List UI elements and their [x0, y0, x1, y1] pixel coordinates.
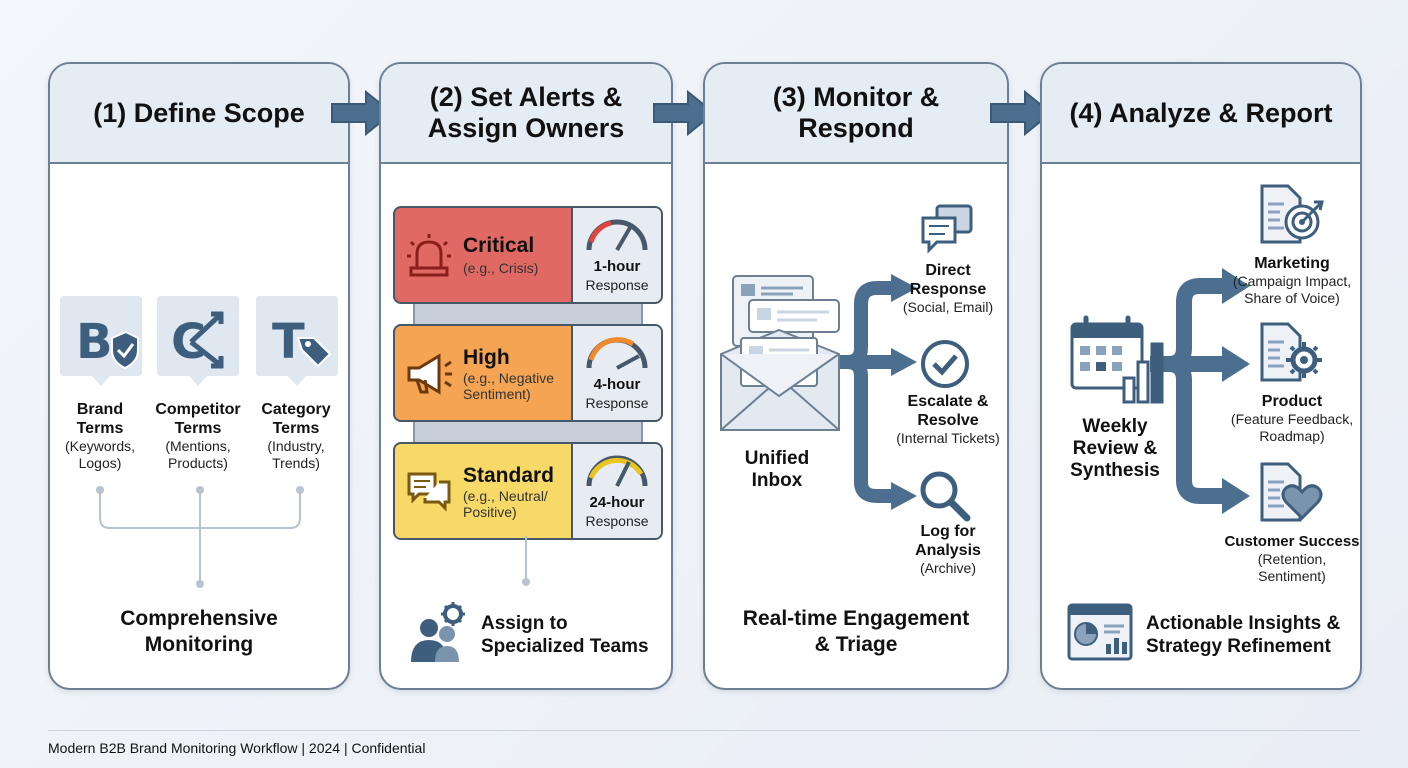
team-gear-icon — [411, 602, 465, 662]
output-detail: (Campaign Impact, Share of Voice) — [1232, 273, 1352, 306]
alert-tier-critical: Critical (e.g., Crisis) 1-hour Response — [393, 206, 663, 304]
action-escalate-resolve: Escalate & Resolve (Internal Tickets) — [877, 392, 1007, 447]
category-tag-icon: T — [256, 296, 338, 386]
action-direct-response: Direct Response (Social, Email) — [877, 261, 1007, 316]
tier-example: (e.g., Neutral/ Positive) — [463, 488, 548, 520]
scope-item-competitor: Competitor Terms (Mentions, Products) — [148, 400, 248, 472]
competitor-arrows-icon: C — [157, 296, 239, 386]
tier-name: High — [463, 346, 510, 369]
alert-tier-standard: Standard (e.g., Neutral/ Positive) 24-ho… — [393, 442, 663, 540]
report-branch-arrows — [1150, 268, 1250, 514]
inbox-label: Unified Inbox — [744, 448, 810, 491]
chat-icon — [407, 472, 451, 512]
step-3-header: (3) Monitor & Respond — [705, 64, 1007, 164]
action-name: Log for Analysis — [915, 523, 981, 559]
unified-inbox-icon — [720, 275, 840, 431]
tier-example: (e.g., Negative Sentiment) — [463, 370, 555, 402]
gauge-icon — [586, 455, 648, 487]
scope-item-category: Category Terms (Industry, Trends) — [246, 400, 346, 472]
footer-text: Modern B2B Brand Monitoring Workflow | 2… — [48, 740, 426, 756]
output-name: Marketing — [1254, 255, 1330, 272]
step-4-panel: (4) Analyze & Report Weekly Review & Syn… — [1040, 62, 1362, 690]
tier-response-label: Response — [585, 395, 649, 411]
action-name: Escalate & Resolve — [907, 393, 989, 429]
assign-connector — [522, 536, 530, 586]
tier-response-time: 1-hour — [593, 258, 641, 275]
step-2-header: (2) Set Alerts & Assign Owners — [381, 64, 671, 164]
step-3-panel: (3) Monitor & Respond Unified Inbox — [703, 62, 1009, 690]
step-2-panel: (2) Set Alerts & Assign Owners Critical … — [379, 62, 673, 690]
scope-summary: Comprehensive Monitoring — [120, 607, 278, 656]
target-doc-icon — [1260, 184, 1324, 244]
output-name: Product — [1261, 393, 1323, 410]
brand-shield-icon: B — [60, 296, 142, 386]
flow-arrow-2 — [653, 89, 716, 137]
action-name: Direct Response — [909, 262, 987, 298]
output-marketing: Marketing (Campaign Impact, Share of Voi… — [1214, 254, 1360, 307]
alert-tier-high: High (e.g., Negative Sentiment) 4-hour R… — [393, 324, 663, 422]
dashboard-icon — [1067, 603, 1133, 661]
action-log-analysis: Log for Analysis (Archive) — [877, 522, 1007, 577]
report-summary: Actionable Insights & Strategy Refinemen… — [1146, 613, 1341, 657]
tier-name: Standard — [463, 464, 555, 487]
heart-doc-icon — [1260, 462, 1323, 522]
scope-item-brand: Brand Terms (Keywords, Logos) — [50, 400, 150, 472]
scope-item-name: Category Terms — [261, 401, 331, 437]
tier-response-time: 24-hour — [589, 494, 645, 511]
footer-divider — [48, 730, 1360, 731]
monitor-summary: Real-time Engagement & Triage — [742, 607, 970, 656]
output-detail: (Retention, Sentiment) — [1257, 551, 1327, 584]
step-4-title: (4) Analyze & Report — [1069, 97, 1333, 128]
tier-name: Critical — [463, 234, 535, 257]
action-detail: (Internal Tickets) — [896, 430, 1000, 446]
output-customer-success: Customer Success (Retention, Sentiment) — [1206, 532, 1360, 585]
step-1-title: (1) Define Scope — [93, 97, 305, 128]
scope-item-name: Competitor Terms — [155, 401, 241, 437]
tier-example: (e.g., Crisis) — [463, 260, 539, 276]
calendar-chart-icon — [1070, 315, 1164, 404]
siren-icon — [407, 234, 451, 277]
output-product: Product (Feature Feedback, Roadmap) — [1214, 392, 1360, 445]
action-detail: (Archive) — [919, 560, 976, 576]
chat-bubbles-icon — [921, 204, 973, 254]
tier-response-label: Response — [585, 513, 649, 529]
step-2-title: (2) Set Alerts & Assign Owners — [427, 82, 625, 143]
output-name: Customer Success — [1224, 533, 1360, 550]
megaphone-icon — [407, 353, 452, 395]
scope-item-name: Brand Terms — [76, 401, 124, 437]
svg-text:C: C — [171, 314, 206, 370]
scope-item-detail: (Industry, Trends) — [267, 438, 325, 471]
gauge-icon — [586, 337, 648, 370]
step-3-title: (3) Monitor & Respond — [772, 82, 940, 143]
check-circle-icon — [921, 340, 969, 388]
tier-response-time: 4-hour — [593, 376, 641, 393]
step-4-header: (4) Analyze & Report — [1042, 64, 1360, 164]
flow-arrow-3 — [990, 89, 1053, 137]
output-detail: (Feature Feedback, Roadmap) — [1230, 411, 1354, 444]
weekly-review-label: Weekly Review & Synthesis — [1070, 416, 1160, 481]
scope-item-detail: (Mentions, Products) — [165, 438, 231, 471]
scope-item-detail: (Keywords, Logos) — [64, 438, 136, 471]
gear-doc-icon — [1260, 322, 1322, 382]
merge-connector — [96, 486, 304, 588]
step-1-panel: (1) Define Scope B C T Brand Terms (Keyw… — [48, 62, 350, 690]
action-detail: (Social, Email) — [902, 299, 994, 315]
tier-response-label: Response — [585, 277, 649, 293]
svg-text:B: B — [76, 314, 113, 370]
gauge-icon — [586, 219, 648, 252]
step-1-header: (1) Define Scope — [50, 64, 348, 164]
alerts-summary: Assign to Specialized Teams — [481, 613, 649, 657]
magnifier-icon — [920, 471, 971, 522]
